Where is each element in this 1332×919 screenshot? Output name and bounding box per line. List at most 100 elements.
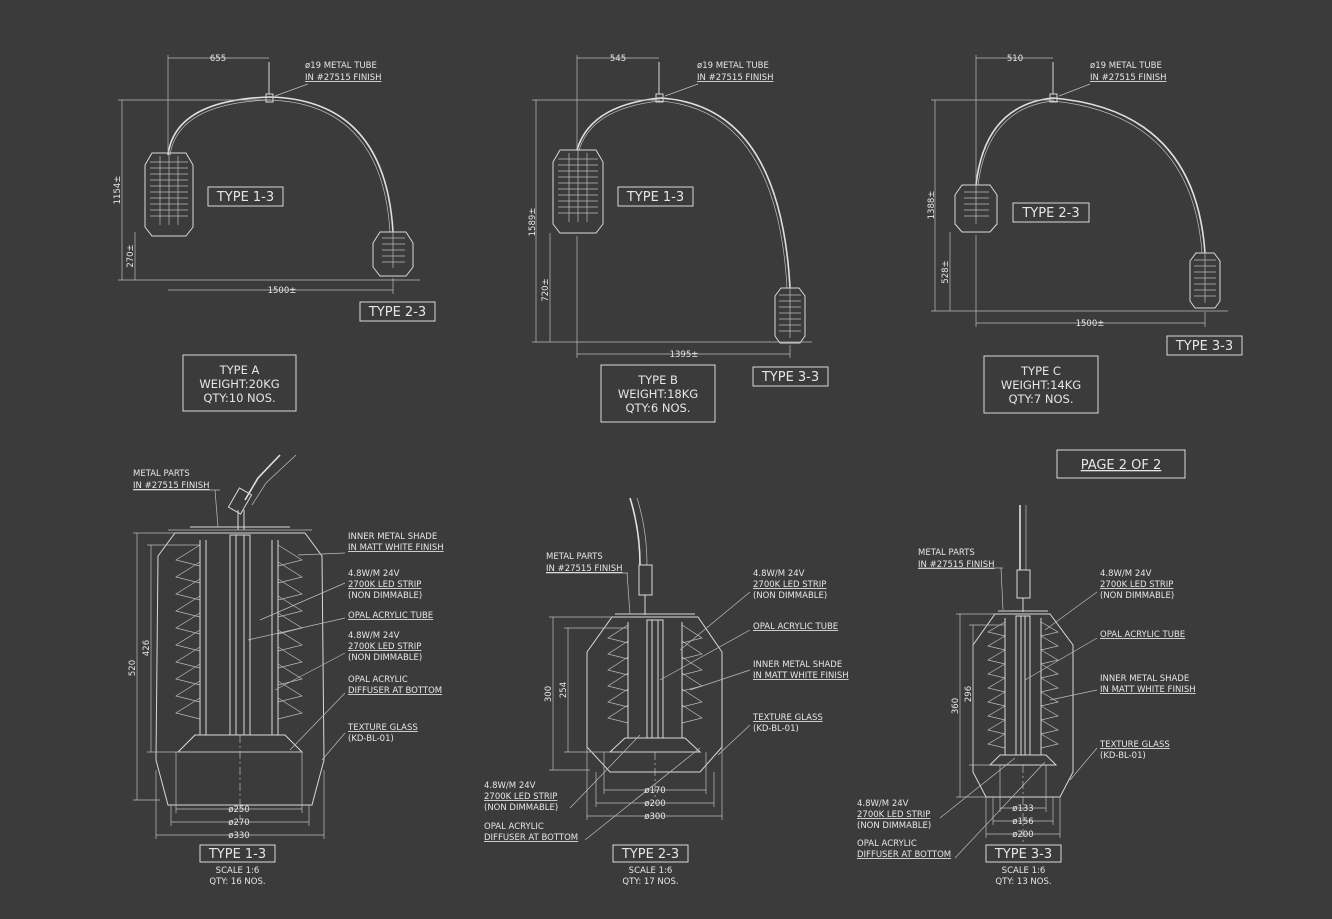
label-box — [199, 844, 276, 863]
d3-note-glass-2: (KD-BL-01) — [1100, 751, 1146, 761]
d3-scale: SCALE 1:6 — [1002, 866, 1046, 876]
info-a-weight: WEIGHT:20KG — [199, 377, 279, 391]
label-box — [612, 844, 689, 863]
d2-note-led-2: 2700K LED STRIP — [753, 580, 826, 590]
d3-note-left-led-1: 4.8W/M 24V — [857, 799, 909, 809]
d3-note-led-2: 2700K LED STRIP — [1100, 580, 1173, 590]
d2-metal-parts-2: IN #27515 FINISH — [546, 564, 622, 574]
d3-note-led-1: 4.8W/M 24V — [1100, 569, 1152, 579]
d2-note-left-led-3: (NON DIMMABLE) — [484, 803, 558, 813]
d1-dim-h2: ø270 — [228, 818, 249, 828]
info-c-qty: QTY:7 NOS. — [1008, 392, 1073, 406]
d3-note-left-led-2: 2700K LED STRIP — [857, 810, 930, 820]
d3-metal-parts-1: METAL PARTS — [918, 548, 975, 558]
d2-note-left-diffuser-2: DIFFUSER AT BOTTOM — [484, 833, 578, 843]
dim-c-top: 510 — [1007, 54, 1023, 64]
tube-note-b-line2: IN #27515 FINISH — [697, 73, 773, 83]
d1-dim-h1: ø250 — [228, 805, 249, 815]
d2-note-glass-1: TEXTURE GLASS — [752, 713, 823, 723]
d3-dim-h1: ø133 — [1012, 804, 1033, 814]
tube-note-c-line1: ø19 METAL TUBE — [1090, 61, 1162, 71]
d2-note-led-1: 4.8W/M 24V — [753, 569, 805, 579]
label-a-left: TYPE 1-3 — [216, 190, 274, 205]
tube-note-b-line1: ø19 METAL TUBE — [697, 61, 769, 71]
d3-note-shade-2: IN MATT WHITE FINISH — [1100, 685, 1196, 695]
info-box-c — [983, 355, 1099, 414]
detail-type-3-3 — [918, 505, 1098, 859]
page-label-box — [1056, 449, 1186, 479]
info-c-weight: WEIGHT:14KG — [1001, 378, 1081, 392]
dim-a-span: 1500± — [268, 286, 297, 296]
d1-note-diffuser-2: DIFFUSER AT BOTTOM — [348, 686, 442, 696]
arc-lamp-type-b — [532, 55, 812, 358]
page-label: PAGE 2 OF 2 — [1081, 458, 1162, 473]
d1-dim-v1: 520 — [128, 660, 138, 676]
info-b-weight: WEIGHT:18KG — [618, 387, 698, 401]
d2-scale: SCALE 1:6 — [629, 866, 673, 876]
d1-note-led2-1: 4.8W/M 24V — [348, 631, 400, 641]
d3-note-left-diffuser-1: OPAL ACRYLIC — [857, 839, 917, 849]
label-b-left: TYPE 1-3 — [626, 190, 684, 205]
d1-note-shade-1: INNER METAL SHADE — [348, 532, 437, 542]
dim-c-height: 1388± — [927, 191, 937, 220]
lamp-body-small — [774, 286, 806, 344]
label-box — [617, 186, 694, 207]
tube-note-a-line2: IN #27515 FINISH — [305, 73, 381, 83]
d3-dim-h3: ø200 — [1012, 830, 1033, 840]
d1-dim-h3: ø330 — [228, 831, 249, 841]
lamp-body-large — [552, 147, 604, 234]
dim-b-low: 720± — [541, 278, 551, 301]
d3-note-shade-1: INNER METAL SHADE — [1100, 674, 1189, 684]
d3-note-opal-tube: OPAL ACRYLIC TUBE — [1100, 630, 1185, 640]
d3-note-left-diffuser-2: DIFFUSER AT BOTTOM — [857, 850, 951, 860]
dim-c-span: 1500± — [1076, 319, 1105, 329]
dim-b-top: 545 — [610, 54, 626, 64]
label-box — [207, 186, 284, 207]
d2-note-left-led-1: 4.8W/M 24V — [484, 781, 536, 791]
d1-dim-v2: 426 — [142, 640, 152, 656]
arc-lamp-type-c — [931, 55, 1228, 327]
d3-note-glass-1: TEXTURE GLASS — [1099, 740, 1170, 750]
d2-note-led-3: (NON DIMMABLE) — [753, 591, 827, 601]
d2-dim-h2: ø200 — [644, 799, 665, 809]
d1-note-opal-tube: OPAL ACRYLIC TUBE — [348, 611, 433, 621]
lamp-body-medium — [372, 230, 414, 277]
d1-metal-parts-1: METAL PARTS — [133, 469, 190, 479]
d3-note-led-3: (NON DIMMABLE) — [1100, 591, 1174, 601]
d2-note-glass-2: (KD-BL-01) — [753, 724, 799, 734]
d2-note-shade-1: INNER METAL SHADE — [753, 660, 842, 670]
d3-dim-v2: 296 — [964, 686, 974, 702]
d2-dim-v2: 254 — [559, 682, 569, 698]
info-box-b — [600, 364, 716, 423]
d1-note-shade-2: IN MATT WHITE FINISH — [348, 543, 444, 553]
dim-c-low: 528± — [941, 260, 951, 283]
d3-dim-h2: ø156 — [1012, 817, 1033, 827]
d2-label: TYPE 2-3 — [621, 847, 679, 862]
d2-note-opal-tube: OPAL ACRYLIC TUBE — [753, 622, 838, 632]
d2-note-left-led-2: 2700K LED STRIP — [484, 792, 557, 802]
d1-note-led-1: 4.8W/M 24V — [348, 569, 400, 579]
d3-label: TYPE 3-3 — [994, 847, 1052, 862]
d3-dim-v1: 360 — [951, 698, 961, 714]
d3-metal-parts-2: IN #27515 FINISH — [918, 560, 994, 570]
info-a-type: TYPE A — [219, 363, 260, 377]
label-box — [359, 301, 436, 322]
arc-lamp-type-a — [118, 55, 420, 294]
tube-note-c-line2: IN #27515 FINISH — [1090, 73, 1166, 83]
detail-type-2-3 — [546, 497, 751, 841]
d1-qty: QTY: 16 NOS. — [209, 877, 265, 887]
label-c-right: TYPE 3-3 — [1175, 339, 1233, 354]
dim-b-height: 1589± — [528, 208, 538, 237]
lamp-body-small — [1189, 251, 1221, 309]
d3-qty: QTY: 13 NOS. — [995, 877, 1051, 887]
d2-metal-parts-1: METAL PARTS — [546, 552, 603, 562]
dim-a-low: 270± — [126, 244, 136, 267]
d1-metal-parts-2: IN #27515 FINISH — [133, 481, 209, 491]
d1-note-led-2: 2700K LED STRIP — [348, 580, 421, 590]
tube-note-a-line1: ø19 METAL TUBE — [305, 61, 377, 71]
d3-note-left-led-3: (NON DIMMABLE) — [857, 821, 931, 831]
d2-dim-v1: 300 — [544, 686, 554, 702]
info-a-qty: QTY:10 NOS. — [203, 391, 275, 405]
d1-label: TYPE 1-3 — [208, 847, 266, 862]
